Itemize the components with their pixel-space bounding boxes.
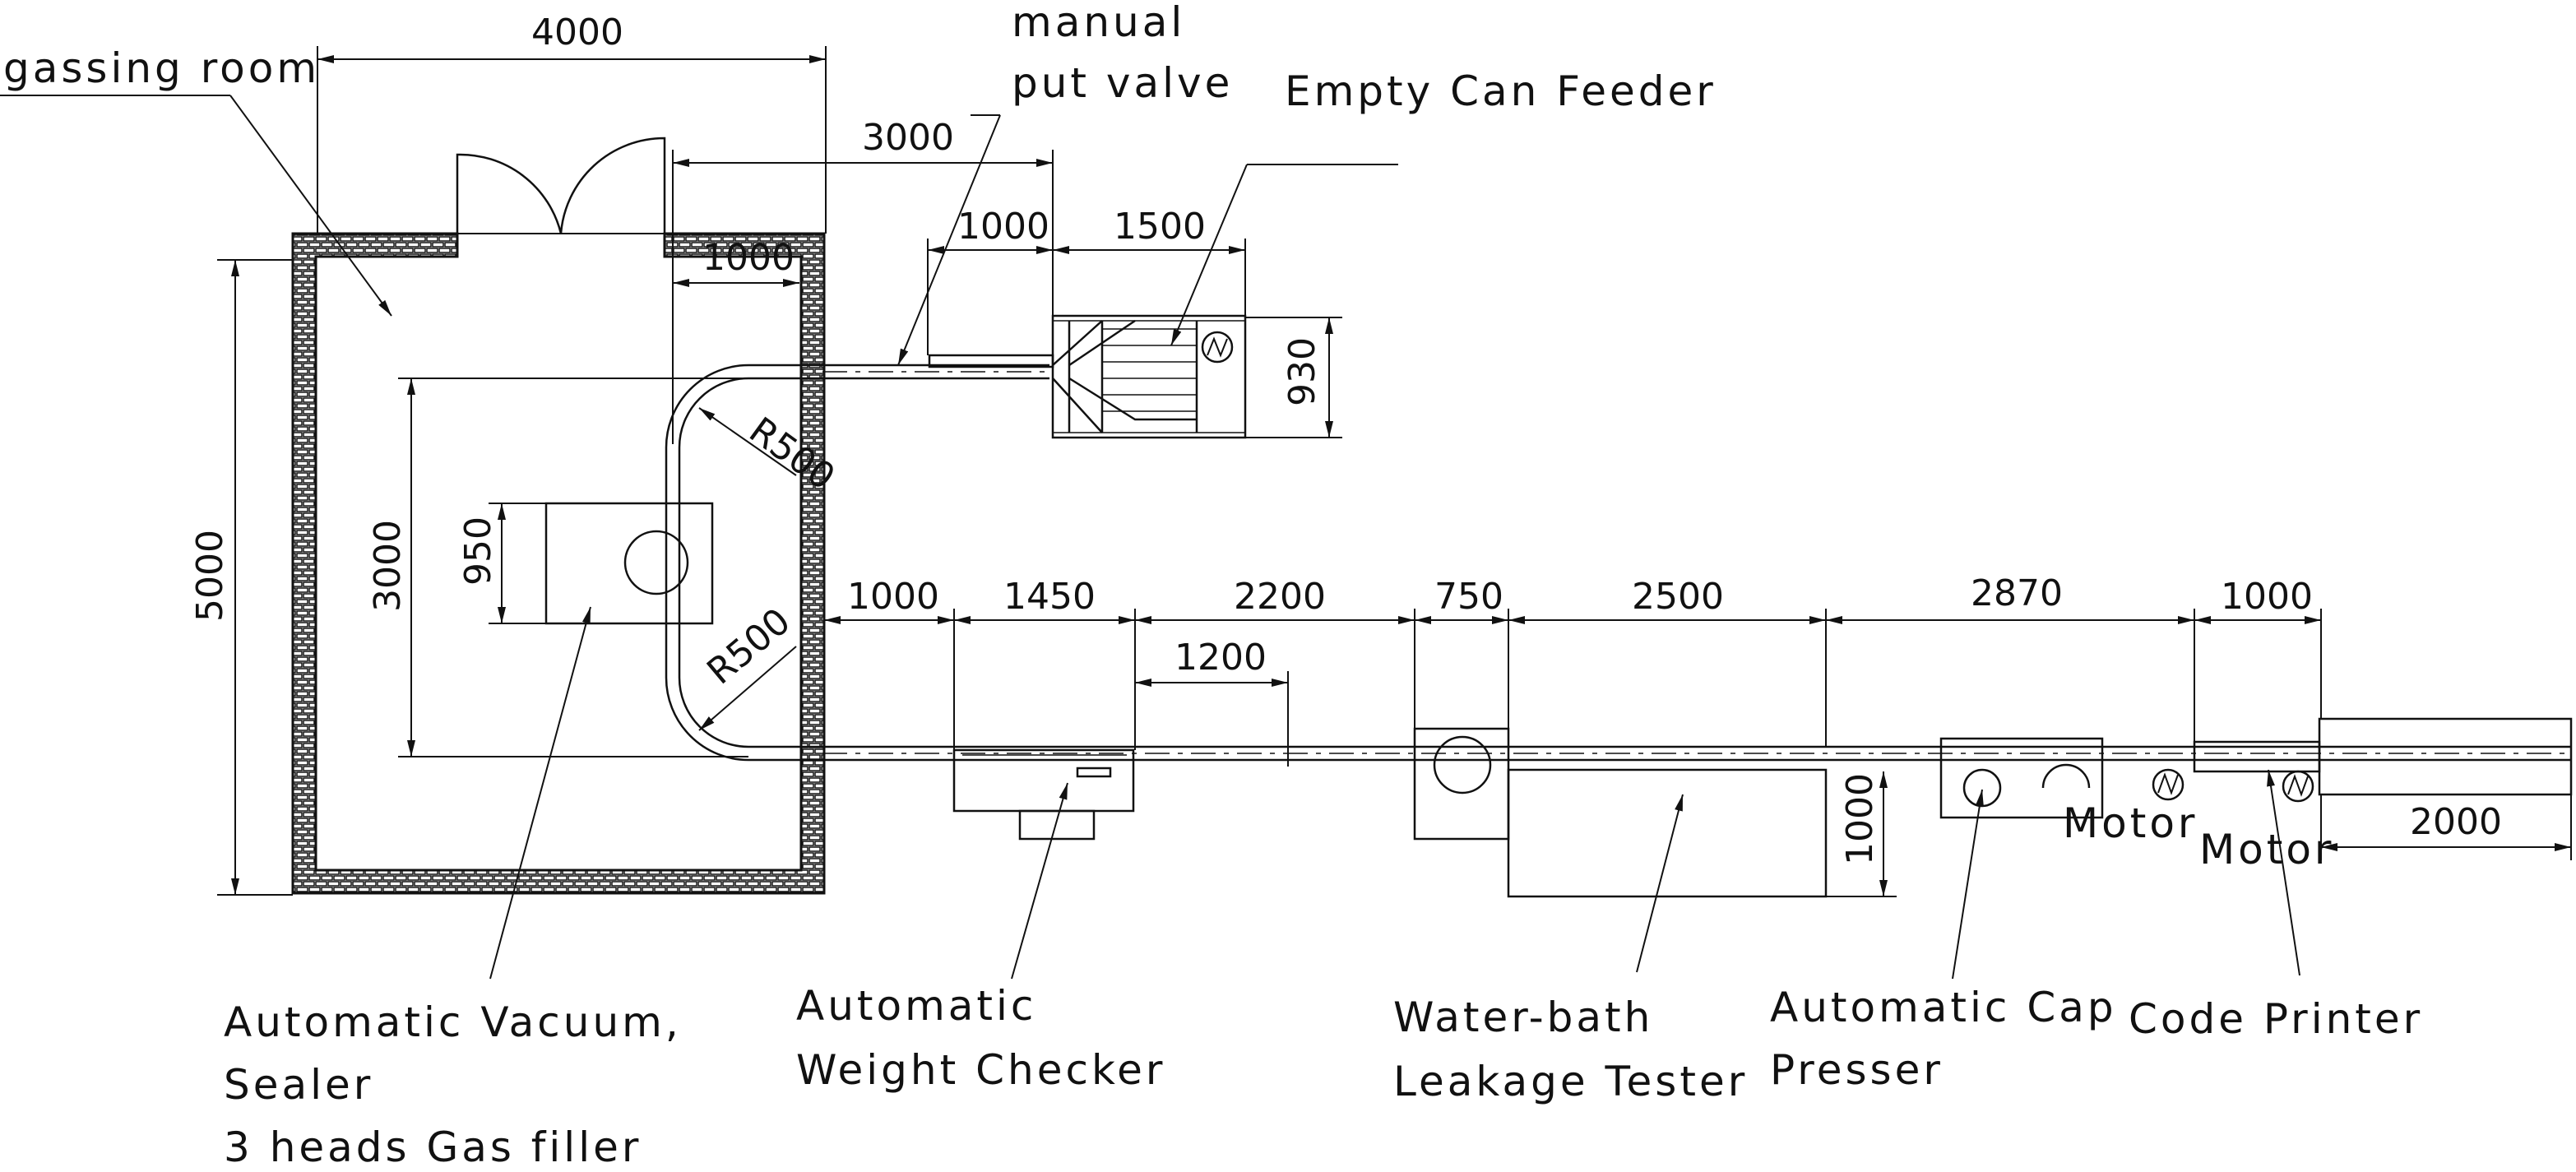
manual-put-valve-label-2: put valve	[1012, 59, 1233, 107]
dimension-lines	[217, 46, 2572, 897]
conveyor-loop	[665, 364, 2571, 762]
dim-line-gap-1: 1000	[847, 576, 939, 618]
weight-checker	[952, 748, 1135, 841]
cap-presser	[1939, 737, 2104, 819]
leakage-tester-label-1: Water-bath	[1393, 994, 1653, 1041]
motor-2-label: Motor	[2199, 826, 2334, 873]
dim-end-table: 2000	[2410, 801, 2502, 843]
code-printer	[2193, 717, 2573, 796]
vacuum-sealer-label-3: 3 heads Gas filler	[224, 1123, 642, 1168]
dim-gap-2200: 2200	[1234, 576, 1326, 618]
dim-radius-bottom: R500	[699, 600, 799, 693]
dim-sealer-width: 950	[457, 517, 499, 586]
cap-presser-label-2: Presser	[1770, 1046, 1944, 1094]
code-printer-label: Code Printer	[2129, 995, 2423, 1043]
dim-inner-offset: 1000	[702, 237, 795, 279]
door	[456, 137, 666, 234]
leakage-tester-label-2: Leakage Tester	[1393, 1058, 1748, 1105]
motor-1-label: Motor	[2063, 799, 2198, 847]
dim-tester-width: 1000	[1839, 773, 1881, 865]
empty-can-feeder-label: Empty Can Feeder	[1285, 67, 1717, 115]
leader-lines	[0, 95, 2300, 980]
manual-put-valve-label: manual	[1012, 0, 1185, 46]
gassing-room-label: gassing room	[3, 44, 320, 92]
dim-tester-len: 2500	[1632, 576, 1724, 618]
dim-room-height: 5000	[189, 530, 231, 622]
feeder-motor-icon	[1201, 331, 1234, 364]
motor-2-icon	[2282, 770, 2314, 803]
dim-gap-750: 750	[1434, 576, 1503, 618]
dim-feeder-offset: 3000	[862, 117, 954, 159]
dim-room-width: 4000	[531, 12, 623, 53]
dim-feeder-length: 1500	[1114, 206, 1206, 248]
leakage-tester	[1413, 727, 1828, 898]
weight-checker-label-2: Weight Checker	[796, 1046, 1165, 1094]
dim-feeder-width: 930	[1281, 337, 1323, 406]
gassing-room-wall	[291, 232, 826, 895]
vacuum-sealer	[544, 502, 714, 625]
labels: gassing room manual put valve Empty Can …	[3, 0, 2502, 1171]
dim-inner-loop: 3000	[367, 520, 409, 612]
dim-valve-length: 1000	[957, 206, 1049, 248]
cap-presser-label-1: Automatic Cap	[1770, 984, 2117, 1031]
vacuum-sealer-label-2: Sealer	[224, 1061, 373, 1109]
vacuum-sealer-label-1: Automatic Vacuum,	[224, 998, 682, 1046]
dim-gap-1000-end: 1000	[2221, 576, 2313, 618]
weight-checker-label-1: Automatic	[796, 982, 1036, 1030]
dim-weight-checker: 1450	[1003, 576, 1096, 618]
empty-can-feeder	[1051, 314, 1247, 439]
dim-gap-2870: 2870	[1971, 572, 2063, 614]
dim-gap-1200: 1200	[1174, 637, 1267, 679]
motor-1-icon	[2152, 768, 2185, 801]
dim-radius-top: R500	[742, 410, 843, 499]
